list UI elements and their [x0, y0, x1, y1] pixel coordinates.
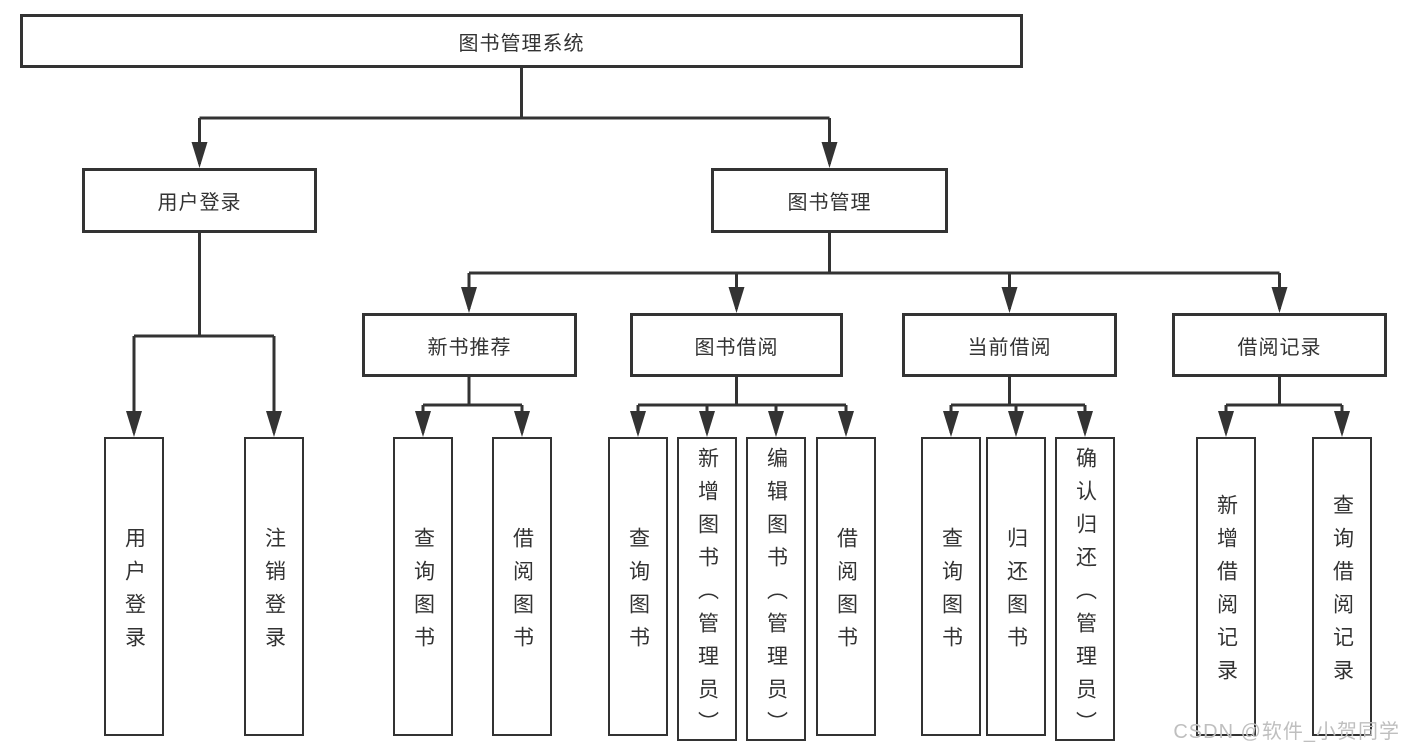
- node-label: 新增图书（管理员）: [695, 446, 719, 744]
- arrowhead: [1334, 411, 1350, 437]
- node-leaf-query-book-recommend: 查询图书: [393, 437, 453, 736]
- node-leaf-return-book: 归还图书: [986, 437, 1046, 736]
- node-label: 注销登录: [262, 526, 286, 659]
- node-label: 借阅图书: [510, 526, 534, 659]
- arrowhead: [461, 287, 477, 313]
- node-label: 图书借阅: [694, 336, 779, 359]
- arrowhead: [191, 142, 208, 168]
- node-label: 借阅记录: [1237, 336, 1322, 359]
- connector-path: [132, 66, 1344, 433]
- node-label: 查询图书: [411, 526, 435, 659]
- node-library-management-system: 图书管理系统: [20, 14, 1023, 68]
- node-new-book-recommend: 新书推荐: [362, 313, 577, 377]
- node-user-login: 用户登录: [82, 168, 317, 233]
- arrowhead: [943, 411, 959, 437]
- node-leaf-add-book-admin: 新增图书（管理员）: [677, 437, 737, 744]
- node-leaf-confirm-return-admin: 确认归还（管理员）: [1055, 437, 1115, 744]
- arrowhead: [728, 287, 745, 313]
- node-leaf-add-borrow-record: 新增借阅记录: [1196, 437, 1256, 736]
- node-label: 图书管理系统: [458, 32, 585, 55]
- node-leaf-edit-book-admin: 编辑图书（管理员）: [746, 437, 806, 744]
- node-leaf-user-login: 用户登录: [104, 437, 164, 736]
- node-leaf-query-book-current: 查询图书: [921, 437, 981, 736]
- node-borrow-record: 借阅记录: [1172, 313, 1387, 377]
- arrowheads-group: [126, 142, 1350, 437]
- node-leaf-query-borrow-record: 查询借阅记录: [1312, 437, 1372, 736]
- arrowhead: [630, 411, 646, 437]
- arrowhead: [1271, 287, 1288, 313]
- node-label: 编辑图书（管理员）: [764, 446, 788, 744]
- arrowhead: [699, 411, 715, 437]
- arrowhead: [821, 142, 838, 168]
- arrowhead: [266, 411, 282, 437]
- arrowhead: [126, 411, 142, 437]
- node-label: 新增借阅记录: [1214, 493, 1238, 692]
- node-leaf-borrow-book: 借阅图书: [816, 437, 876, 736]
- node-label: 查询图书: [939, 526, 963, 659]
- node-leaf-borrow-book-recommend: 借阅图书: [492, 437, 552, 736]
- arrowhead: [514, 411, 530, 437]
- node-leaf-logout: 注销登录: [244, 437, 304, 736]
- arrowhead: [838, 411, 854, 437]
- arrowhead: [1001, 287, 1018, 313]
- arrowhead: [1008, 411, 1024, 437]
- node-book-borrow: 图书借阅: [630, 313, 843, 377]
- node-label: 查询借阅记录: [1330, 493, 1354, 692]
- node-current-borrow: 当前借阅: [902, 313, 1117, 377]
- node-label: 归还图书: [1004, 526, 1028, 659]
- node-label: 图书管理: [787, 192, 872, 214]
- arrowhead: [768, 411, 784, 437]
- arrowhead: [1218, 411, 1234, 437]
- csdn-watermark: CSDN @软件_小贺同学: [1173, 721, 1400, 743]
- node-label: 新书推荐: [427, 336, 512, 359]
- arrowhead: [1077, 411, 1093, 437]
- node-label: 借阅图书: [834, 526, 858, 659]
- arrowhead: [415, 411, 431, 437]
- node-label: 确认归还（管理员）: [1073, 446, 1097, 744]
- node-label: 用户登录: [122, 526, 146, 659]
- node-label: 用户登录: [157, 192, 242, 214]
- node-label: 当前借阅: [967, 336, 1052, 359]
- node-book-management: 图书管理: [711, 168, 948, 233]
- node-leaf-query-book-borrow: 查询图书: [608, 437, 668, 736]
- node-label: 查询图书: [626, 526, 650, 659]
